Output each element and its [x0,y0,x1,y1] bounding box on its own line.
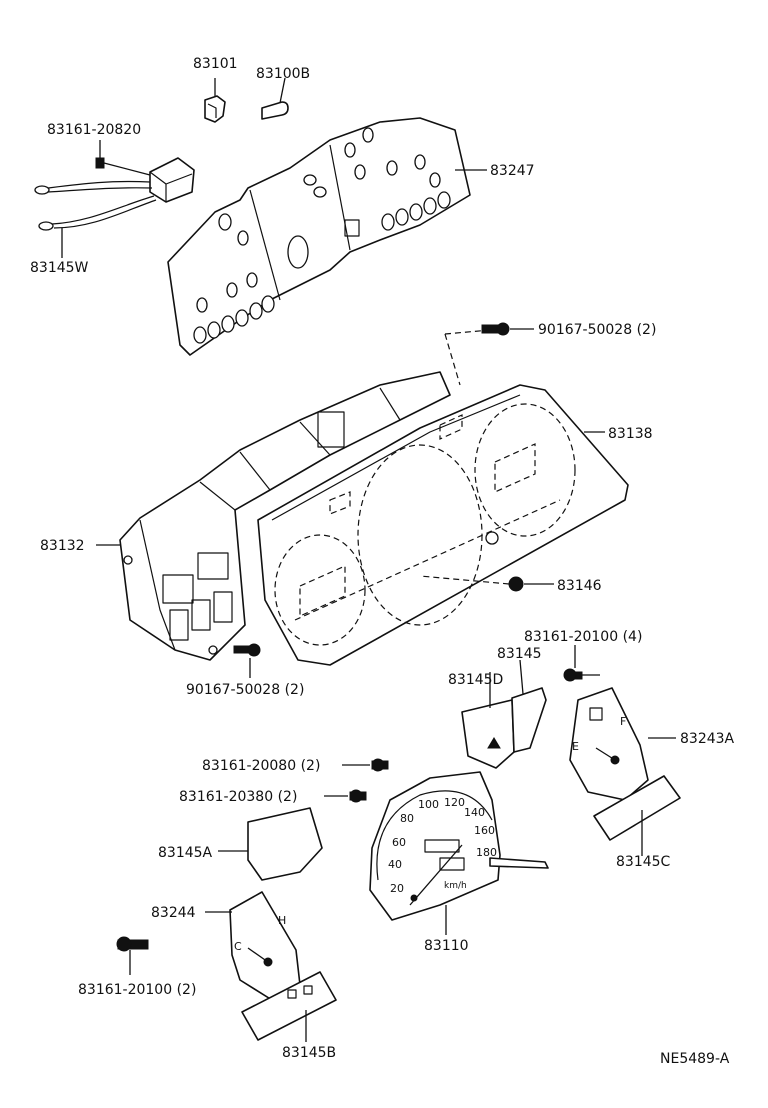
bulb-83100b [261,77,289,120]
label-90167-bottom: 90167-50028 (2) [186,682,304,698]
label-83110: 83110 [424,938,469,954]
printed-circuit-83247 [167,117,487,356]
speed-tick-120: 120 [444,796,465,809]
label-83161-20080: 83161-20080 (2) [202,758,320,774]
meter-hood-83138 [257,329,629,666]
screw-83161-20100-4 [563,645,600,682]
plate-83145b [241,971,337,1042]
plate-83145d [461,672,515,769]
speed-unit: km/h [444,881,467,891]
speed-tick-100: 100 [418,798,439,811]
pcb-holes [193,127,451,344]
label-83243a: 83243A [680,731,735,747]
label-83145c: 83145C [616,854,671,870]
screw-90167-bottom [233,643,261,678]
speed-tick-60: 60 [392,836,406,849]
label-83247: 83247 [490,163,535,179]
plate-83145c [593,775,681,856]
speed-tick-140: 140 [464,806,485,819]
label-83244: 83244 [151,905,196,921]
screw-83161-20380 [324,789,367,803]
label-83132: 83132 [40,538,85,554]
fuel-gauge-83243a: E F [569,687,676,801]
label-83145d: 83145D [448,672,503,688]
speed-tick-180: 180 [476,846,497,859]
fuel-e-label: E [572,740,579,753]
temp-c-label: C [234,940,242,953]
housing-83132 [96,371,451,661]
label-90167-top: 90167-50028 (2) [538,322,656,338]
label-83161-20380: 83161-20380 (2) [179,789,297,805]
plate-83145a [218,807,323,881]
label-83100b: 83100B [256,66,310,82]
fuel-f-label: F [620,715,626,728]
label-83145b: 83145B [282,1045,336,1061]
label-83101: 83101 [193,56,238,72]
label-83145a: 83145A [158,845,213,861]
speed-tick-20: 20 [390,882,404,895]
label-83161-20100-4: 83161-20100 (4) [524,629,642,645]
label-83161-20100-2: 83161-20100 (2) [78,982,196,998]
clip-83146 [419,575,554,592]
temp-h-label: H [278,914,286,927]
part-labels: 83101 83100B 83161-20820 83247 83145W 90… [30,56,735,1067]
screw-83161-20080 [342,758,389,772]
label-83146: 83146 [557,578,602,594]
label-83138: 83138 [608,426,653,442]
label-83145w: 83145W [30,260,89,276]
diagram-reference: NE5489-A [660,1051,730,1067]
label-83161-20820: 83161-20820 [47,122,141,138]
label-83145: 83145 [497,646,542,662]
plate-83145 [511,659,547,753]
speed-tick-40: 40 [388,858,402,871]
wire-harness-83145w [34,140,195,258]
bulb-socket-83101 [204,78,226,123]
speed-tick-80: 80 [400,812,414,825]
speed-tick-160: 160 [474,824,495,837]
screw-90167-top [481,322,534,336]
speedometer-83110: 20 40 60 80 100 120 140 160 180 km/h [369,771,549,935]
screw-83161-20100-2 [116,936,149,975]
temp-gauge-83244: C H [205,891,301,1001]
